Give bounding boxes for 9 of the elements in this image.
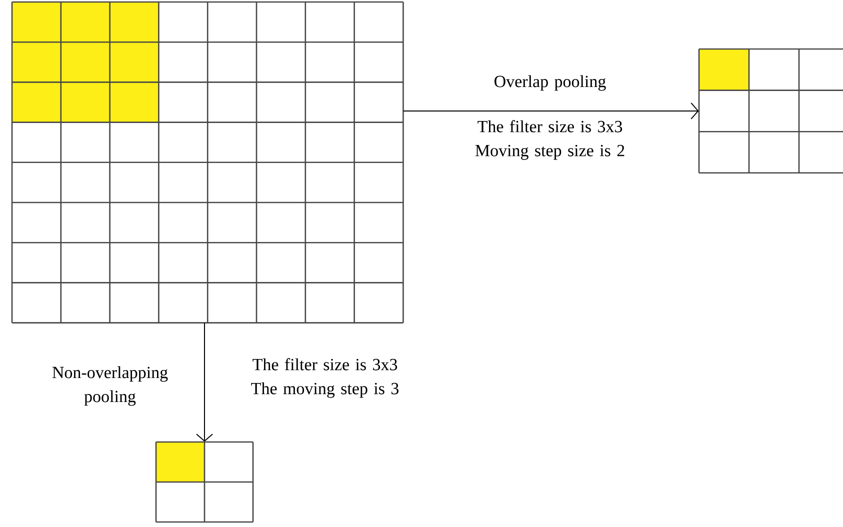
note-text: The filter size is 3x3 Moving step size is 2 xyxy=(475,120,624,160)
grid-drawing xyxy=(11,1,404,324)
grid-drawing xyxy=(155,441,254,523)
arrow xyxy=(402,102,699,120)
grid-drawing xyxy=(698,48,843,174)
edge-label: Overlap pooling xyxy=(494,75,606,91)
edge-label: Non-overlapping pooling xyxy=(52,366,168,406)
note-text: The filter size is 3x3 The moving step is 3 xyxy=(251,358,398,398)
arrow xyxy=(196,322,213,442)
